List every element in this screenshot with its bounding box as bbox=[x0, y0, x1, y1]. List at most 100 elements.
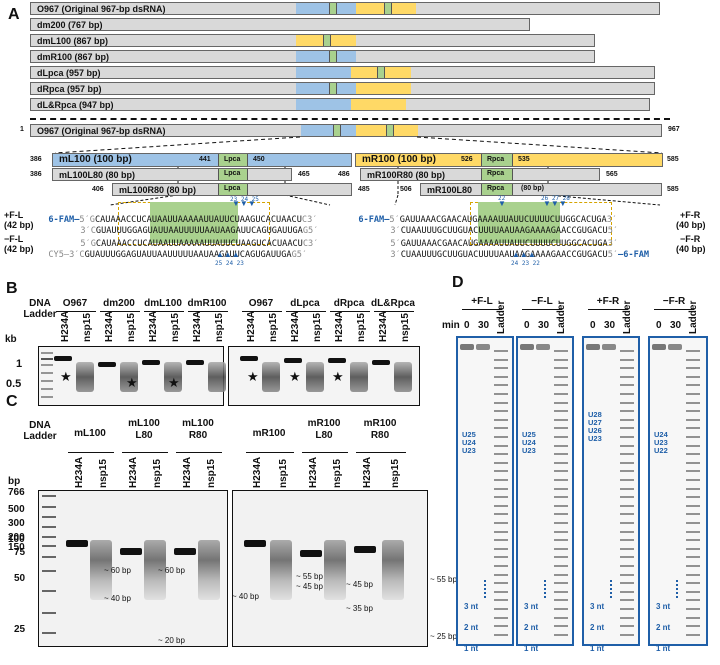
c-ladder-band bbox=[42, 570, 56, 572]
d-ladder-band bbox=[554, 436, 568, 438]
d-ladder-band bbox=[554, 530, 568, 533]
d-gel-title: +F-L bbox=[471, 296, 493, 307]
d-ladder-band bbox=[494, 633, 508, 636]
fam-tag-r: –6-FAM bbox=[618, 250, 650, 260]
b-tick-1: 1 bbox=[16, 358, 23, 370]
d-band-top bbox=[652, 344, 666, 350]
d-ladder-band bbox=[554, 547, 568, 550]
c-tick-label: 150 bbox=[8, 542, 25, 553]
b-lane-label: nsp15 bbox=[82, 313, 93, 342]
d-ladder-band bbox=[494, 616, 508, 619]
d-ladder-band bbox=[620, 479, 634, 481]
d-ladder-band bbox=[620, 556, 634, 559]
b-star-icon: ★ bbox=[60, 369, 72, 384]
c-size-annotation: ~ 40 bp bbox=[232, 592, 259, 601]
c-smear bbox=[324, 540, 346, 600]
seq-body: GUAUUUGGAGUAUUAAUUUUUAAUAAGAUUCAGUGAUUGA bbox=[95, 226, 303, 236]
c-group-underline bbox=[176, 452, 222, 453]
construct-dlpca-bar: dLpca (957 bp) bbox=[30, 66, 655, 79]
d-ladder-band bbox=[686, 616, 700, 619]
d-ladder-band bbox=[620, 599, 634, 602]
arrows-right-top-icon2: ▼▼▼ bbox=[543, 199, 567, 208]
c-group-label: mL100 bbox=[74, 428, 106, 439]
b-band bbox=[142, 360, 160, 365]
d-ladder-band bbox=[554, 633, 568, 636]
d-ladder-band bbox=[494, 393, 508, 395]
panel-d-letter: D bbox=[452, 274, 464, 291]
b-lane-label: H234A bbox=[334, 310, 345, 342]
c-size-annotation: ~ 45 bp bbox=[346, 580, 373, 589]
full-end-num: 967 bbox=[668, 126, 680, 133]
d-ladder-band bbox=[620, 539, 634, 542]
b-gel-right bbox=[228, 346, 420, 406]
d-ladder-band bbox=[686, 393, 700, 395]
c-size-annotation: ~ 35 bp bbox=[346, 604, 373, 613]
d-ladder-band bbox=[686, 487, 700, 490]
c-tick-label: 75 bbox=[14, 547, 26, 558]
b-group-label: dL&Rpca bbox=[371, 298, 415, 309]
b-group-underline bbox=[100, 311, 140, 312]
cy5-tag: CY5– bbox=[48, 250, 70, 260]
d-u-label: U25 bbox=[522, 430, 536, 439]
d-ladder-band bbox=[686, 470, 700, 473]
b-ladder-label: DNA Ladder bbox=[23, 298, 57, 320]
d-u-label: U28 bbox=[588, 410, 602, 419]
d-u-label: U23 bbox=[522, 446, 536, 455]
d-u-label: U23 bbox=[588, 434, 602, 443]
d-nt-label: 3 nt bbox=[524, 602, 539, 611]
c-group-label: mL100 L80 bbox=[128, 418, 160, 441]
seq-pre: 5′G bbox=[79, 215, 95, 225]
seq-left-green bbox=[150, 202, 238, 243]
d-ladder-band bbox=[494, 436, 508, 438]
d-ladder-band bbox=[620, 453, 634, 456]
fam-tag: 6-FAM– bbox=[48, 215, 80, 225]
d-ladder-band bbox=[494, 530, 508, 533]
c-tick-label: 766 bbox=[8, 487, 25, 498]
num-565: 565 bbox=[606, 171, 618, 178]
c-ladder-band bbox=[42, 545, 56, 547]
d-ladder-band bbox=[686, 530, 700, 533]
d-ladder-band bbox=[686, 590, 700, 593]
b-lane-label: nsp15 bbox=[214, 313, 225, 342]
c-smear bbox=[382, 540, 404, 600]
c-band bbox=[174, 548, 196, 555]
d-ellipsis bbox=[676, 580, 679, 598]
d-ladder-band bbox=[620, 590, 634, 593]
b-star-icon: ★ bbox=[289, 369, 301, 384]
c-gel-left bbox=[38, 490, 228, 647]
d-ladder-band bbox=[620, 616, 634, 619]
b-smear bbox=[394, 362, 412, 392]
d-gel-title-underline bbox=[654, 309, 694, 310]
d-ladder-band bbox=[686, 444, 700, 447]
label-mfr: −F-R bbox=[680, 234, 701, 244]
b-lane-label: H234A bbox=[104, 310, 115, 342]
c-lane-label: H234A bbox=[128, 456, 139, 488]
seq-body: CAUAAACCUCAUAAUUAAAAAUUAUUCUAAGUCACUAACU bbox=[94, 215, 302, 225]
d-band-top bbox=[536, 344, 550, 350]
num-465: 465 bbox=[298, 171, 310, 178]
c-ladder-band bbox=[42, 506, 56, 508]
seq-end: 5′ bbox=[607, 250, 619, 260]
d-ladder-band bbox=[686, 625, 700, 628]
b-lane-label: nsp15 bbox=[268, 313, 279, 342]
d-ladder-band bbox=[494, 599, 508, 602]
seq-end: G5′ bbox=[291, 250, 308, 260]
c-smear bbox=[144, 540, 166, 600]
d-ladder-label: Ladder bbox=[622, 300, 633, 334]
d-nt-label: 3 nt bbox=[464, 602, 479, 611]
seq-end: G5′ bbox=[302, 226, 319, 236]
b-band bbox=[186, 360, 204, 365]
arrows-right-bot: 24 23 22 bbox=[511, 260, 540, 267]
b-group-label: dLpca bbox=[290, 298, 320, 309]
d-ladder-band bbox=[620, 573, 634, 576]
d-nt-label: 2 nt bbox=[590, 623, 605, 632]
seq-pre: 3′C bbox=[69, 250, 85, 260]
construct-label: dmL100 (867 bp) bbox=[37, 36, 109, 46]
c-band bbox=[66, 540, 88, 547]
rpca-label: Rpca bbox=[487, 170, 505, 177]
c-size-annotation: ~ 40 bp bbox=[104, 594, 131, 603]
seq-right-line4: 3′CUAAUUUGCUUGUACUUUUAAUAAGAAAAGAACCGUGA… bbox=[380, 240, 649, 260]
arrows-left-top-icon: ▼▼▼ bbox=[232, 199, 256, 208]
d-ladder-band bbox=[494, 539, 508, 542]
